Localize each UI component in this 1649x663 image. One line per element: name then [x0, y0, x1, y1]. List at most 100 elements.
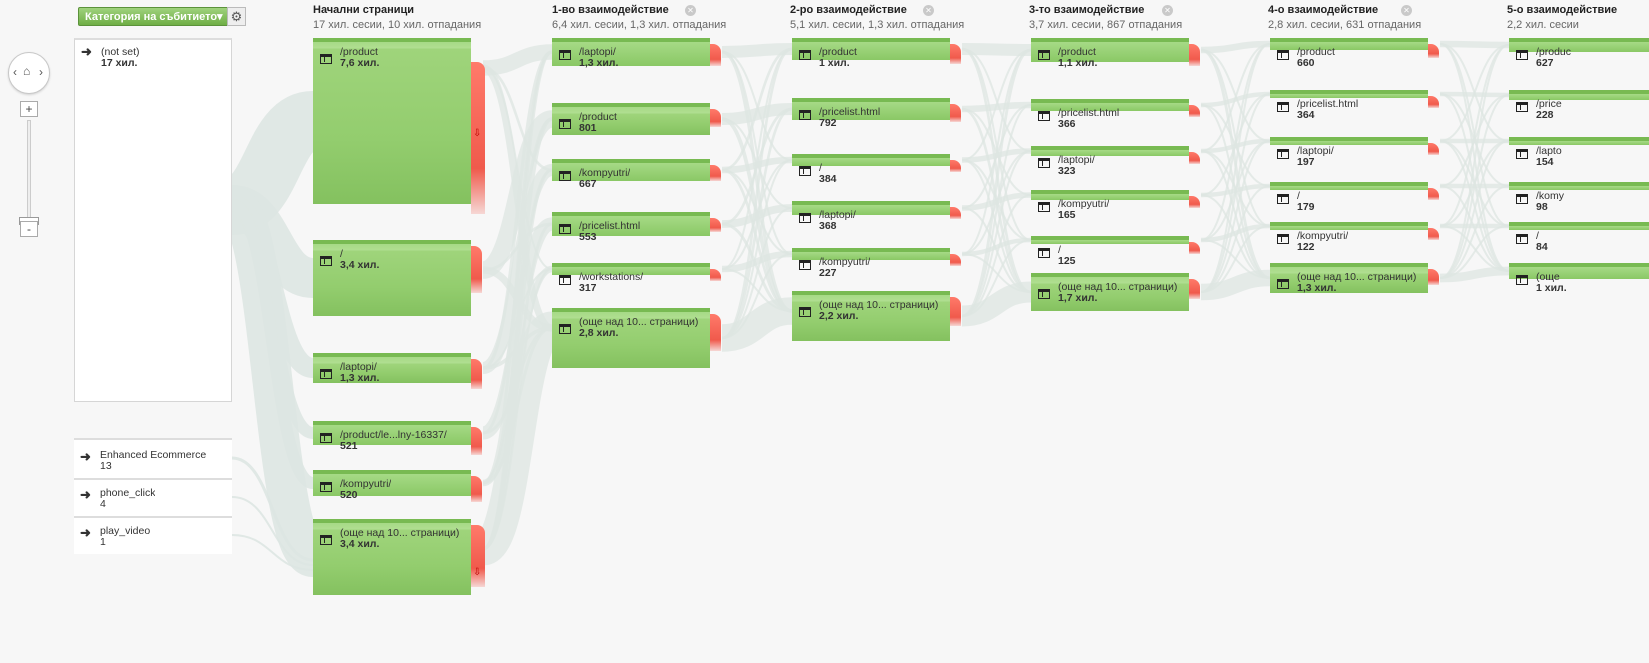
page-value: 1,1 хил. — [1058, 57, 1098, 69]
zoom-slider-track[interactable] — [27, 120, 31, 232]
dropoff-bar[interactable] — [1428, 188, 1439, 200]
page-node-interaction-1[interactable] — [552, 263, 710, 275]
dropoff-bar[interactable] — [710, 218, 721, 232]
dropoff-bar[interactable] — [1189, 242, 1200, 254]
dropoff-bar[interactable] — [1189, 44, 1200, 66]
dropoff-bar[interactable] — [1428, 143, 1439, 155]
page-node-interaction-4[interactable] — [1270, 222, 1428, 230]
dropoff-bar[interactable] — [471, 476, 482, 502]
page-node-interaction-3[interactable] — [1031, 190, 1189, 200]
dimension-selector-button[interactable]: Категория на събитието▾ — [78, 7, 230, 26]
dropoff-bar[interactable] — [950, 44, 961, 64]
dropoff-bar[interactable] — [710, 165, 721, 181]
dropoff-bar[interactable] — [950, 297, 961, 326]
close-icon[interactable]: ✕ — [1401, 5, 1412, 16]
page-node-interaction-4[interactable] — [1270, 182, 1428, 190]
close-icon[interactable]: ✕ — [1162, 5, 1173, 16]
page-node-interaction-3[interactable] — [1031, 38, 1189, 62]
dropoff-bar[interactable] — [950, 254, 961, 266]
page-node-interaction-5[interactable] — [1509, 38, 1649, 52]
page-node-interaction-5[interactable] — [1509, 137, 1649, 145]
dropdown-arrow-icon: ▾ — [217, 11, 223, 23]
page-node-interaction-5[interactable] — [1509, 222, 1649, 230]
page-value: 521 — [340, 440, 358, 452]
home-icon[interactable]: ⌂ — [23, 64, 31, 78]
page-node-interaction-3[interactable] — [1031, 273, 1189, 311]
page-node-interaction-2[interactable] — [792, 154, 950, 166]
page-node-interaction-3[interactable] — [1031, 99, 1189, 111]
chevron-left-icon[interactable]: ‹ — [13, 65, 17, 79]
gear-icon: ⚙ — [230, 9, 243, 24]
page-node-interaction-2[interactable] — [792, 98, 950, 120]
chevron-right-icon[interactable]: › — [39, 65, 43, 79]
page-node-starting-pages[interactable] — [313, 421, 471, 445]
page-node-interaction-1[interactable] — [552, 103, 710, 135]
page-value: 792 — [819, 117, 837, 129]
dropoff-bar[interactable] — [471, 427, 482, 455]
dropoff-bar[interactable] — [1428, 269, 1439, 285]
page-name: /pricelist.html — [819, 107, 881, 118]
dropoff-bar[interactable] — [710, 109, 721, 127]
page-node-interaction-2[interactable] — [792, 201, 950, 215]
page-node-interaction-1[interactable] — [552, 38, 710, 66]
flow-band — [1439, 266, 1510, 283]
flow-band — [961, 48, 1032, 318]
settings-button[interactable]: ⚙ — [227, 7, 246, 26]
dropoff-bar[interactable] — [471, 525, 485, 587]
page-node-interaction-4[interactable] — [1270, 137, 1428, 145]
page-node-interaction-2[interactable] — [792, 248, 950, 260]
dropoff-bar[interactable] — [1189, 279, 1200, 299]
page-node-interaction-5[interactable] — [1509, 182, 1649, 190]
dropoff-bar[interactable] — [950, 104, 961, 122]
dropoff-bar[interactable] — [950, 160, 961, 172]
page-node-interaction-4[interactable] — [1270, 263, 1428, 293]
dropoff-bar[interactable] — [1189, 196, 1200, 208]
source-node-not-set[interactable]: ➜ (not set)17 хил. — [74, 38, 232, 402]
dropoff-bar[interactable] — [1428, 228, 1439, 240]
pan-control[interactable]: ‹ ⌂ › — [8, 52, 50, 94]
zoom-in-button[interactable]: + — [20, 101, 38, 117]
dropoff-bar[interactable] — [471, 62, 485, 214]
dropoff-bar[interactable] — [1189, 152, 1200, 164]
page-node-interaction-2[interactable] — [792, 291, 950, 341]
page-node-interaction-1[interactable] — [552, 308, 710, 368]
page-icon — [1038, 158, 1050, 168]
dropoff-bar[interactable] — [710, 269, 721, 281]
page-node-interaction-1[interactable] — [552, 212, 710, 236]
source-value: 13 — [100, 460, 112, 472]
page-node-starting-pages[interactable] — [313, 38, 471, 204]
dropoff-bar[interactable] — [471, 246, 482, 293]
page-node-starting-pages[interactable] — [313, 353, 471, 383]
page-node-interaction-3[interactable] — [1031, 236, 1189, 244]
dropoff-bar[interactable] — [1189, 105, 1200, 117]
dropoff-bar[interactable] — [471, 359, 482, 389]
dropoff-bar[interactable] — [1428, 96, 1439, 108]
column-subtitle: 2,2 хил. сесии — [1507, 19, 1579, 31]
page-node-interaction-3[interactable] — [1031, 146, 1189, 156]
page-node-interaction-4[interactable] — [1270, 90, 1428, 98]
dropoff-bar[interactable] — [1428, 44, 1439, 58]
column-subtitle: 17 хил. сесии, 10 хил. отпадания — [313, 19, 482, 31]
close-icon[interactable]: ✕ — [685, 5, 696, 16]
page-node-interaction-2[interactable] — [792, 38, 950, 60]
page-name: (още над 10... страници) — [1297, 272, 1417, 283]
page-node-interaction-5[interactable] — [1509, 90, 1649, 100]
page-name: / — [1536, 231, 1539, 242]
dropoff-bar[interactable] — [710, 314, 721, 351]
page-node-interaction-5[interactable] — [1509, 263, 1649, 279]
page-icon — [1038, 50, 1050, 60]
zoom-out-button[interactable]: - — [20, 221, 38, 237]
page-icon — [1277, 234, 1289, 244]
page-node-starting-pages[interactable] — [313, 470, 471, 496]
page-node-starting-pages[interactable] — [313, 240, 471, 316]
dropoff-bar[interactable] — [710, 44, 721, 66]
close-icon[interactable]: ✕ — [923, 5, 934, 16]
page-node-interaction-1[interactable] — [552, 159, 710, 181]
page-node-starting-pages[interactable] — [313, 519, 471, 595]
page-value: 2,8 хил. — [579, 327, 619, 339]
dropoff-bar[interactable] — [950, 207, 961, 219]
page-node-interaction-4[interactable] — [1270, 38, 1428, 50]
